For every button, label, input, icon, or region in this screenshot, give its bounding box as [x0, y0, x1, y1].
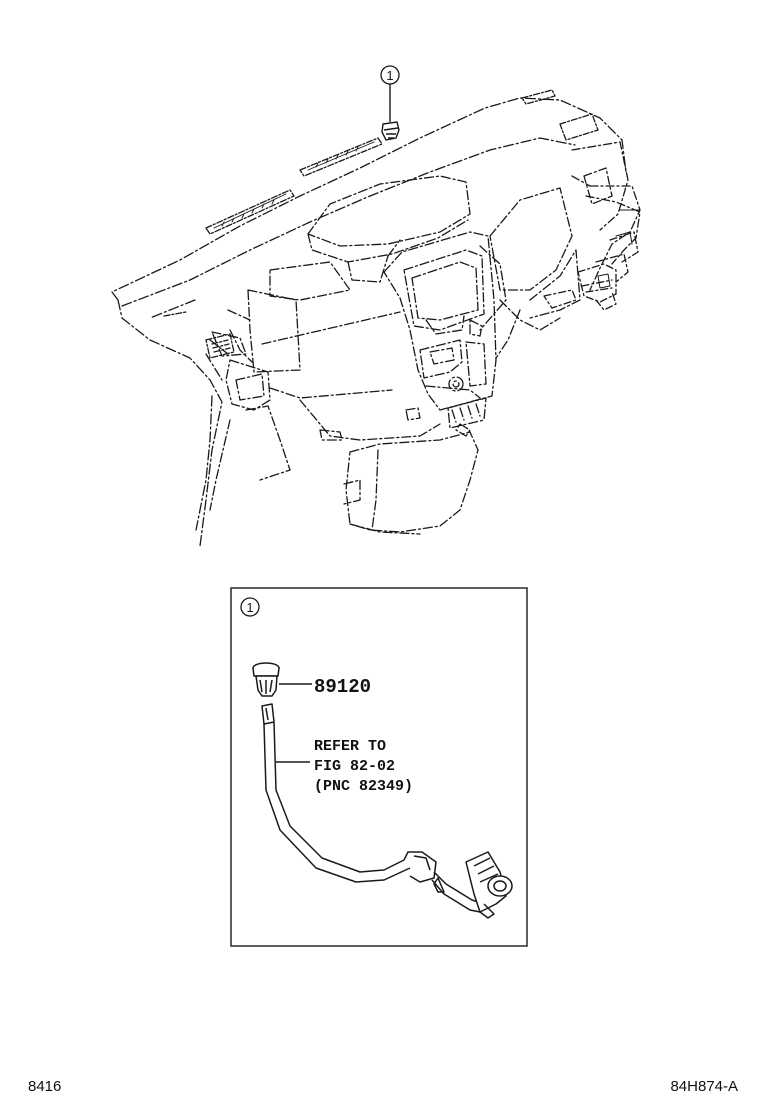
- clip-part-detail: [252, 662, 312, 697]
- callout-circle-top: 1: [380, 65, 400, 85]
- reference-note: REFER TO FIG 82-02 (PNC 82349): [314, 738, 413, 795]
- reference-line-3: (PNC 82349): [314, 778, 413, 795]
- reference-line-2: FIG 82-02: [314, 758, 395, 775]
- footer-right-code: 84H874-A: [670, 1078, 738, 1095]
- dashboard-illustration: [111, 89, 641, 547]
- detail-box: 1 89: [230, 587, 528, 947]
- part-number-label: 89120: [314, 676, 371, 698]
- reference-line-1: REFER TO: [314, 738, 386, 755]
- footer-left-code: 8416: [28, 1078, 61, 1095]
- callout-circle-box: 1: [240, 597, 260, 617]
- callout-number-top: 1: [386, 68, 393, 83]
- wire-harness: [261, 703, 513, 919]
- clip-part-top: [381, 84, 400, 141]
- callout-number-box: 1: [246, 600, 253, 615]
